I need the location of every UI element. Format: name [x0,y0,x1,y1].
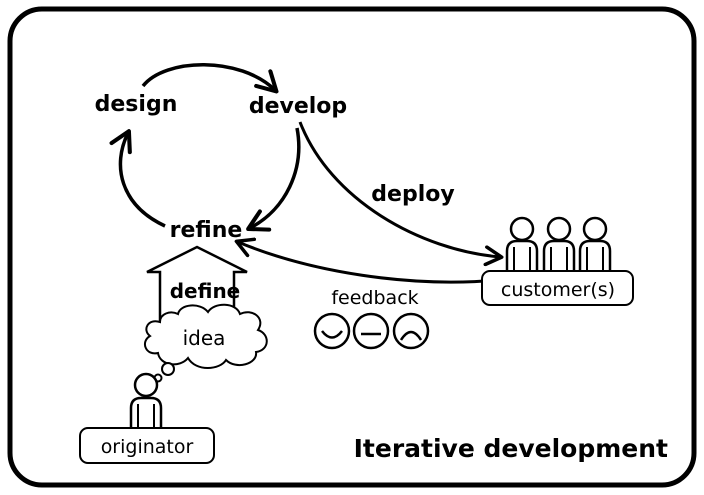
deploy-label: deploy [371,182,454,207]
originator-label: originator [101,436,194,458]
refine-label: refine [170,218,243,243]
develop-label: develop [249,94,347,119]
thought-bubble-large [161,362,175,376]
arrow-design-to-develop [141,63,279,94]
customer-person-icon [578,216,612,271]
design-label: design [95,92,178,117]
arrow-refine-to-design [109,129,166,228]
idea-cloud [143,303,268,369]
arrow-develop-to-refine [246,127,301,232]
originator-person-icon [129,372,163,428]
originator-box [79,427,215,464]
feedback-label: feedback [331,287,418,309]
customers-box [481,270,634,306]
customer-person-icon [542,216,576,271]
diagram-title: Iterative development [354,434,668,463]
sad-face-icon [392,312,430,350]
neutral-face-icon [352,312,390,350]
happy-face-icon [313,312,351,350]
customers-label: customer(s) [501,279,615,301]
define-arrow [146,245,248,322]
idea-label: idea [183,326,226,350]
define-label: define [170,279,241,303]
customer-person-icon [505,216,539,271]
arrow-deploy [298,121,504,267]
arrow-feedback [234,237,499,284]
diagram-frame [7,6,697,488]
